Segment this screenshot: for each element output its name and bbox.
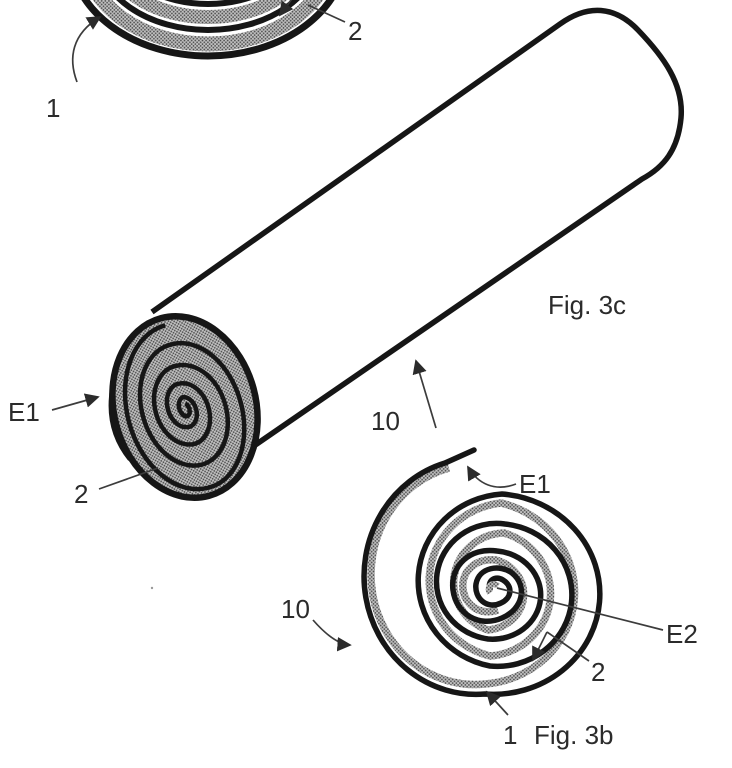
fig3c-e1-label: E1 (8, 397, 40, 427)
fig3c-ref10-label: 10 (371, 406, 400, 436)
top-ref2-label: 2 (348, 16, 362, 46)
fig3b-caption: Fig. 3b (534, 720, 614, 750)
sheet-turn-outline (81, 0, 335, 60)
fig3c-ref2-label: 2 (74, 479, 88, 509)
ref10-arrow-fig3c (412, 359, 437, 429)
ref2-band-arrow-fig3b (532, 631, 548, 662)
fig3b-ref10-label: 10 (281, 594, 310, 624)
cylinder-end-face (108, 313, 261, 501)
coating-band (92, 0, 324, 52)
e1-arrow-fig3b (467, 465, 517, 488)
ref2-band-arrow (278, 0, 294, 17)
sheet-turn-outline (164, 0, 252, 7)
ref2-leader-fig3c (98, 467, 159, 490)
end-face-spiral (122, 323, 247, 492)
coating-band-spiral (367, 464, 579, 689)
e1-arrow-fig3c (51, 393, 100, 411)
stray-dot (150, 586, 154, 590)
fig3c-caption: Fig. 3c (548, 290, 626, 320)
e2-leader-fig3b (496, 587, 664, 631)
top-ref1-label: 1 (46, 93, 60, 123)
fig3b-ref1-label: 1 (503, 720, 517, 750)
inner-end-coating-mark (485, 581, 500, 595)
ref2-leader-line (307, 4, 346, 23)
ref10-arrow-fig3b (312, 619, 352, 652)
fig3b-e2-label: E2 (666, 619, 698, 649)
fig3b-ref2-label: 2 (591, 657, 605, 687)
sheet-turn-outline (116, 0, 300, 33)
fig3b-spiral-cross-section (361, 447, 603, 698)
ref2-leader-fig3b (546, 631, 590, 662)
fig3c-cylinder (108, 7, 684, 501)
sheet-spiral-line (361, 447, 603, 698)
cylinder-body-outline (150, 7, 684, 453)
coating-band (128, 0, 288, 24)
ref1-arrow (71, 16, 102, 83)
ref1-arrow-fig3b (485, 690, 509, 716)
fig3b-e1-label: E1 (519, 469, 551, 499)
top-partial-roll-cross-section (81, 0, 335, 60)
